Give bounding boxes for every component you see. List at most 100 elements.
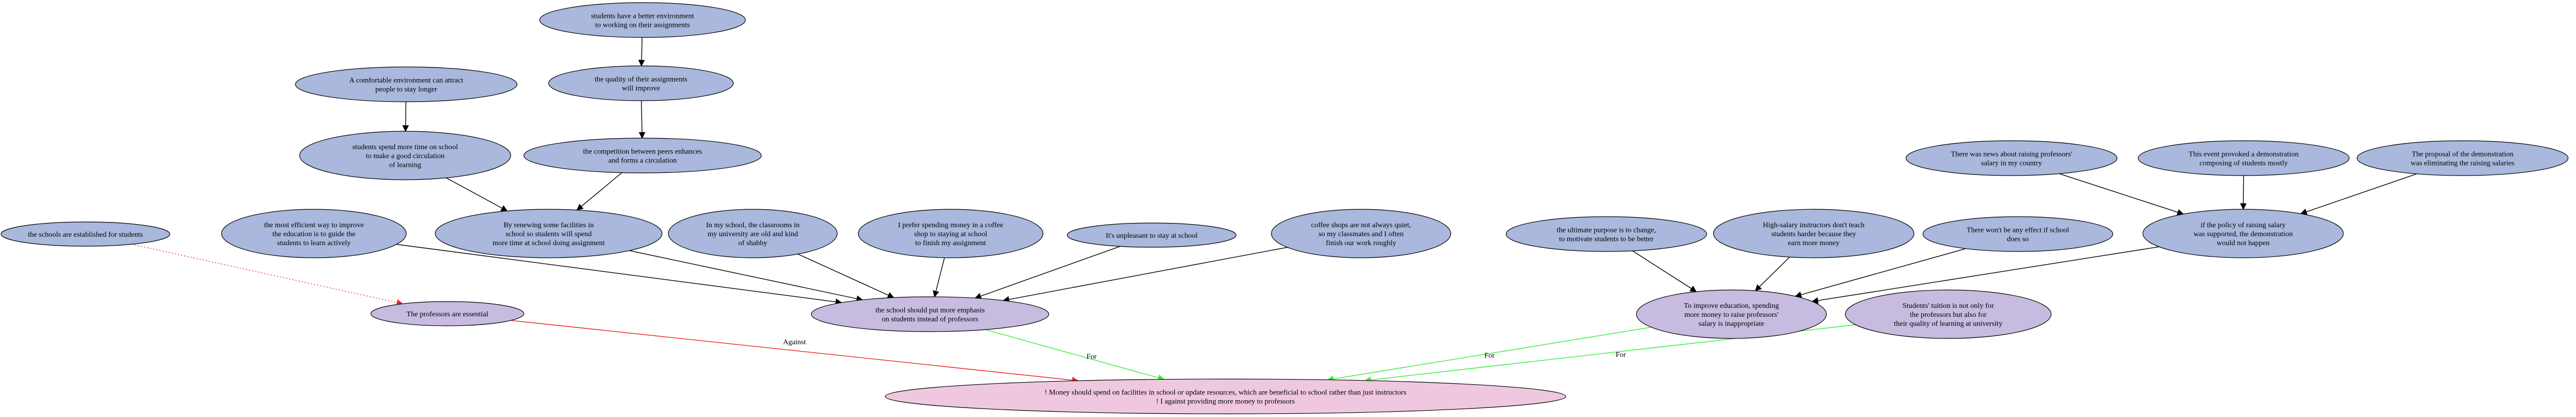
edge-line — [985, 329, 1165, 381]
node-ellipse — [2138, 140, 2350, 176]
node-coffee-quiet: coffee shops are not always quiet,so my … — [1271, 209, 1451, 258]
node-ellipse — [548, 65, 734, 101]
edge-n_proposal-to-n_policy — [2300, 173, 2417, 215]
edge-line — [1327, 327, 1652, 382]
edge-line — [1755, 257, 1790, 292]
node-ellipse — [885, 379, 1566, 414]
node-text-line: students spend more time on school — [352, 143, 458, 151]
node-ellipse — [523, 138, 762, 173]
edge-n_coffee_quiet-to-n_emphasis — [1002, 247, 1288, 303]
node-text-line: Students' tuition is not only for — [1902, 302, 1994, 310]
edge-line — [933, 257, 945, 298]
node-ellipse — [299, 131, 511, 180]
node-established: the schools are established for students — [1, 221, 170, 247]
node-text-line: In my school, the classrooms in — [706, 221, 799, 229]
node-ellipse — [1, 221, 170, 247]
node-text-line: By renewing some facilities in — [503, 221, 593, 229]
node-text-line: ! Money should spend on facilities in sc… — [1045, 389, 1406, 397]
node-text-line: school so students will spend — [505, 230, 591, 238]
edge-line — [396, 244, 842, 305]
node-text-line: To improve education, spending — [1684, 302, 1779, 310]
edge-line — [638, 37, 645, 67]
edge-line — [2300, 173, 2417, 215]
edge-line — [638, 100, 646, 139]
node-text-line: of shabby — [739, 239, 768, 247]
edge-n_established-to-n_professors — [131, 244, 404, 306]
node-text-line: the ultimate purpose is to change, — [1557, 227, 1656, 235]
edge-line — [2059, 173, 2184, 216]
node-text-line: more time at school doing assignment — [493, 239, 605, 247]
node-text-line: The professors are essential — [406, 311, 488, 318]
edge-n_policy-to-n_improve — [1811, 246, 2159, 304]
node-ellipse — [1506, 216, 1707, 252]
node-ellipse — [370, 301, 524, 326]
node-text-line: the quality of their assignments — [595, 76, 687, 84]
node-event: This event provoked a demonstrationcompo… — [2138, 140, 2350, 176]
node-ellipse — [811, 296, 1049, 332]
node-ellipse — [1713, 209, 1914, 258]
node-ellipse — [1067, 222, 1237, 248]
node-text-line: earn more money — [1788, 239, 1840, 247]
edge-n_quality-to-n_competition — [638, 100, 646, 139]
node-text-line: the education is to guide the — [272, 230, 355, 238]
node-unpleasant: It's unpleasant to stay at school — [1067, 222, 1237, 248]
node-main: ! Money should spend on facilities in sc… — [885, 379, 1566, 414]
node-text-line: coffee shops are not always quiet, — [1311, 221, 1411, 229]
edge-n_classrooms-to-n_emphasis — [798, 254, 895, 298]
node-text-line: the schools are established for students — [28, 231, 143, 239]
edge-line — [1795, 248, 1966, 298]
node-text-line: so my classmates and I often — [1318, 230, 1403, 238]
node-high-salary: High-salary instructors don't teachstude… — [1713, 209, 1914, 258]
edge-label: For — [1086, 353, 1097, 361]
edge-n_news-to-n_policy — [2059, 173, 2184, 216]
node-news: There was news about raising professors'… — [1905, 140, 2118, 176]
edge-n_no_effect-to-n_improve — [1795, 248, 1966, 298]
edge-line — [629, 250, 864, 302]
edge-line — [576, 172, 623, 211]
node-text-line: and forms a circulation — [608, 157, 676, 165]
node-text-line: was supported, the demonstration — [2194, 230, 2293, 238]
edge-n_env-to-n_quality — [638, 37, 645, 67]
node-text-line: It's unpleasant to stay at school — [1106, 232, 1198, 240]
node-ellipse — [295, 66, 518, 102]
node-text-line: the professors but also for — [1910, 311, 1987, 319]
edge-n_unpleasant-to-n_emphasis — [974, 246, 1121, 299]
node-text-line: of learning — [389, 161, 421, 169]
edge-line — [131, 244, 404, 306]
edge-line — [974, 246, 1121, 299]
edge-line — [446, 177, 508, 211]
edge-label: For — [1616, 351, 1626, 359]
edge-n_more_time-to-n_renew — [446, 177, 508, 211]
edge-line — [798, 254, 895, 298]
edge-n_renew-to-n_emphasis — [629, 250, 864, 302]
node-text-line: shop to staying at school — [914, 230, 988, 238]
node-text-line: was eliminating the raising salaries — [2411, 160, 2515, 168]
node-text-line: if the policy of raising salary — [2200, 221, 2285, 229]
node-text-line: my university are old and kind — [707, 230, 798, 238]
edge-n_professors-to-n_main: Against — [511, 320, 1079, 384]
node-text-line: students harder because they — [1771, 230, 1856, 238]
node-text-line: composing of students mostly — [2199, 160, 2288, 168]
node-text-line: There was news about raising professors' — [1951, 151, 2072, 159]
node-ellipse — [1845, 289, 2052, 339]
node-text-line: more money to raise professors' — [1684, 311, 1778, 319]
node-ellipse — [1905, 140, 2118, 176]
edge-line — [1811, 246, 2159, 304]
node-ellipse — [435, 209, 663, 258]
node-text-line: salary is inappropriate — [1699, 320, 1764, 328]
node-text-line: The proposal of the demonstration — [2412, 151, 2514, 159]
node-text-line: to motivate students to be better — [1559, 236, 1654, 244]
node-competition: the competition between peers enhancesan… — [523, 138, 762, 173]
edge-n_improve-to-n_main: For — [1327, 327, 1652, 382]
edge-n_efficient-to-n_emphasis — [396, 244, 842, 305]
